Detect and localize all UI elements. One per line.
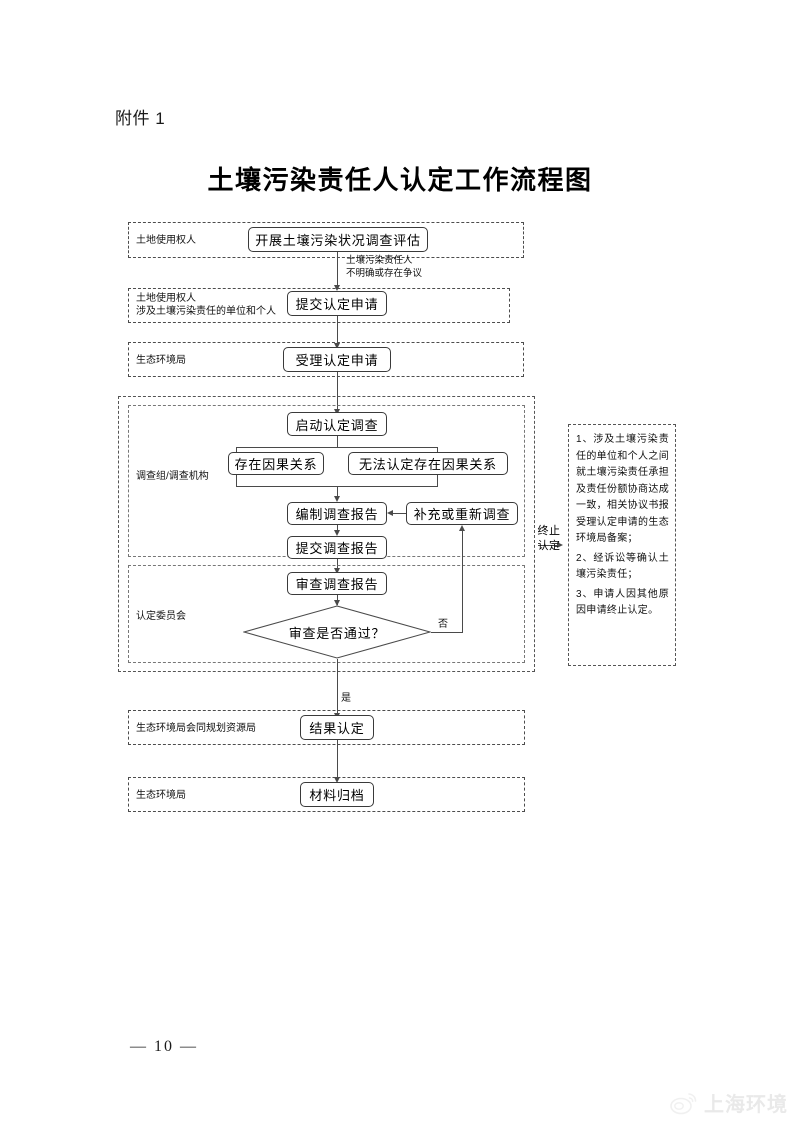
- lane-label-eco-bureau-archive: 生态环境局: [136, 790, 186, 801]
- note-item-1: 1、涉及土壤污染责任的单位和个人之间就土壤污染责任承担及责任份额协商达成一致，相…: [576, 434, 669, 544]
- connector-terminate: [538, 545, 560, 546]
- arrow-compile-to-submit: [334, 530, 340, 536]
- arrow-result-to-archive: [334, 777, 340, 783]
- node-causal-undetermined[interactable]: 无法认定存在因果关系: [348, 452, 508, 475]
- page-number: — 10 —: [130, 1038, 198, 1055]
- lane-eco-bureau-archive: [128, 777, 525, 812]
- lane-label-eco-bureau-accept: 生态环境局: [136, 355, 186, 366]
- connector-submit-to-accept: [337, 316, 338, 346]
- page-title: 土壤污染责任人认定工作流程图: [207, 166, 593, 195]
- node-decision-review-pass[interactable]: 审查是否通过？: [243, 605, 431, 659]
- watermark: 上海环境: [670, 1088, 788, 1117]
- edge-label-decision-no: 否: [438, 619, 448, 630]
- lane-eco-bureau-planning: [128, 710, 525, 745]
- arrow-review-to-decision: [334, 600, 340, 606]
- lane-label-eco-bureau-planning: 生态环境局会同规划资源局: [136, 723, 256, 734]
- arrow-submit-to-accept: [334, 343, 340, 349]
- arrow-merge-to-compile: [334, 496, 340, 502]
- node-survey-assessment[interactable]: 开展土壤污染状况调查评估: [248, 227, 428, 252]
- connector-supplement-to-compile: [390, 513, 406, 514]
- node-review-report[interactable]: 审查调查报告: [287, 572, 387, 595]
- note-item-2: 2、经诉讼等确认土壤污染责任；: [576, 552, 669, 581]
- connector-compile-to-submit: [337, 525, 338, 534]
- arrow-supplement-to-compile: [387, 510, 393, 516]
- node-submit-report[interactable]: 提交调查报告: [287, 536, 387, 559]
- connector-merge-stem: [337, 486, 338, 499]
- weibo-logo-icon: [670, 1092, 697, 1114]
- arrow-terminate: [557, 542, 563, 548]
- node-result-determination[interactable]: 结果认定: [300, 715, 374, 740]
- node-submit-application[interactable]: 提交认定申请: [287, 291, 387, 316]
- lane-label-applicants: 土地使用权人 涉及土壤污染责任的单位和个人: [136, 293, 276, 317]
- edge-label-decision-yes: 是: [341, 693, 351, 704]
- edge-label-terminate: 终止 认定: [537, 525, 561, 552]
- lane-eco-bureau-accept: [128, 342, 524, 377]
- lane-label-investigation-team: 调查组/调查机构: [136, 471, 209, 482]
- connector-start-split-bar: [236, 447, 438, 448]
- connector-yes-down: [337, 659, 338, 716]
- connector-start-split-stem: [337, 436, 338, 448]
- node-start-investigation[interactable]: 启动认定调查: [287, 412, 387, 436]
- lane-applicants: [128, 288, 510, 323]
- connector-no-right: [431, 632, 463, 633]
- watermark-text: 上海环境: [704, 1094, 788, 1116]
- lane-land-user: [128, 222, 524, 258]
- node-causal-exists[interactable]: 存在因果关系: [228, 452, 324, 475]
- lane-label-land-user: 土地使用权人: [136, 235, 196, 246]
- note-item-3: 3、申请人因其他原因申请终止认定。: [576, 588, 669, 617]
- edge-label-responsible-unclear: 土壤污染责任人 不明确或存在争议: [346, 255, 423, 279]
- node-archive-materials[interactable]: 材料归档: [300, 782, 374, 807]
- connector-merge-right-down: [437, 475, 438, 486]
- note-box-termination-conditions: 1、涉及土壤污染责任的单位和个人之间就土壤污染责任承担及责任份额协商达成一致，相…: [568, 424, 676, 666]
- connector-no-up: [462, 531, 463, 632]
- arrow-submit-to-review: [334, 568, 340, 574]
- connector-accept-to-start: [337, 372, 338, 412]
- connector-merge-left-down: [236, 475, 237, 486]
- node-supplement-reinvestigate[interactable]: 补充或重新调查: [406, 502, 518, 525]
- group-investigation-and-review: [118, 396, 535, 672]
- connector-result-to-archive: [337, 740, 338, 780]
- node-accept-application[interactable]: 受理认定申请: [283, 347, 391, 372]
- connector-survey-to-submit: [337, 252, 338, 288]
- diamond-shape: [243, 605, 431, 659]
- attachment-label: 附件 1: [115, 109, 166, 128]
- node-compile-report[interactable]: 编制调查报告: [287, 502, 387, 525]
- arrow-no-to-supplement: [459, 525, 465, 531]
- group-review-committee: [128, 565, 525, 663]
- lane-label-review-committee: 认定委员会: [136, 611, 186, 622]
